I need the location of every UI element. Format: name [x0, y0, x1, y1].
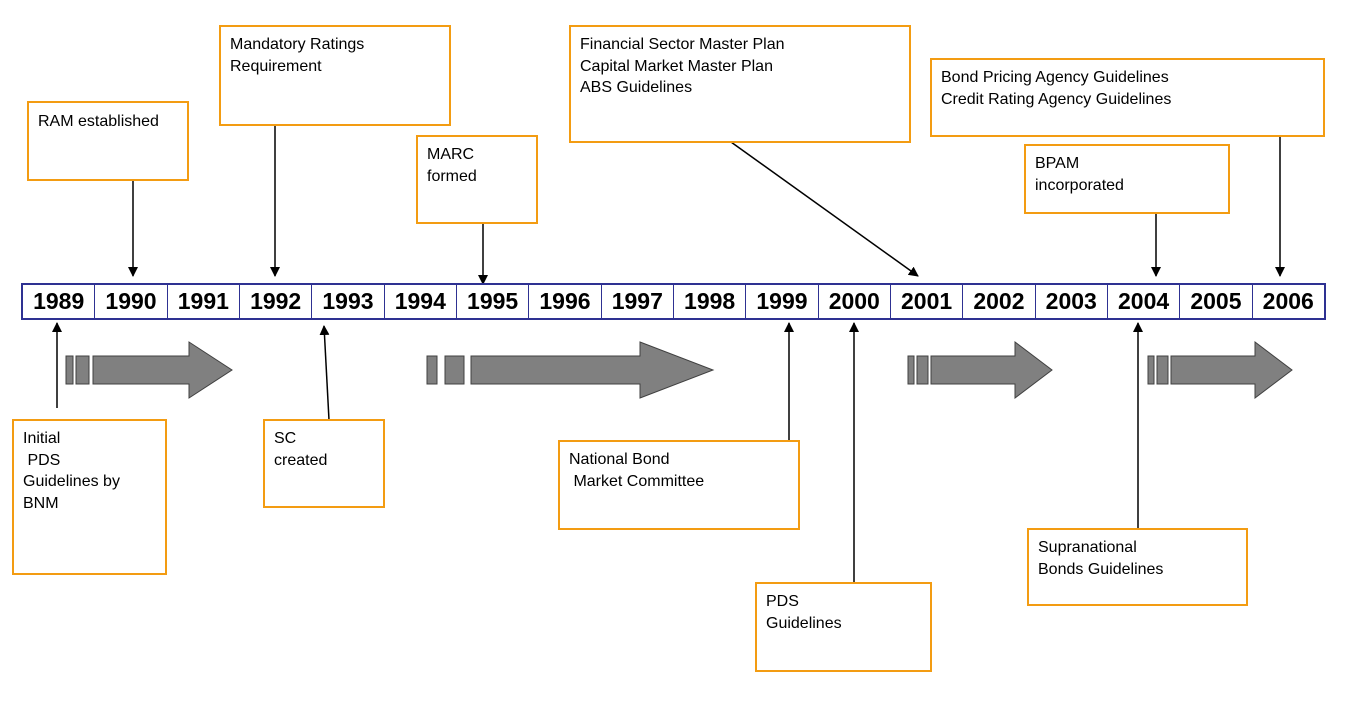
year-cell: 1993 — [312, 285, 385, 318]
event-text: formed — [427, 167, 477, 185]
year-cell: 2006 — [1262, 288, 1314, 314]
event-text: Bond Pricing Agency Guidelines — [941, 69, 1169, 86]
event-text: RAM established — [38, 113, 159, 130]
event-text: MARC — [427, 146, 475, 163]
year-cell: 2000 — [819, 285, 891, 318]
event-text: Guidelines — [766, 614, 842, 632]
event-box-bond-pricing: Bond Pricing Agency Guidelines Credit Ra… — [930, 58, 1325, 137]
year-cell: 1998 — [674, 285, 747, 318]
connector-sc — [319, 325, 330, 421]
year-timeline: 1989 1990 1991 1992 1993 1994 1995 1996 … — [21, 283, 1326, 320]
event-box-marc: MARC formed — [416, 135, 538, 224]
event-text: BNM — [23, 494, 59, 512]
event-box-master-plans: Financial Sector Master Plan Capital Mar… — [569, 25, 911, 143]
event-box-supranational: Supranational Bonds Guidelines — [1027, 528, 1248, 606]
event-box-pds-guidelines: PDS Guidelines — [755, 582, 932, 672]
connector-master-plans — [730, 141, 919, 277]
block-arrow-4 — [1147, 340, 1293, 400]
year-cell: 1992 — [240, 285, 313, 318]
year-cell: 2002 — [963, 285, 1036, 318]
year-cell: 1994 — [385, 285, 457, 318]
event-box-bpam: BPAM incorporated — [1024, 144, 1230, 214]
event-text: SC — [274, 430, 297, 447]
event-text: Capital Market Master Plan — [580, 57, 773, 75]
event-text: incorporated — [1035, 176, 1124, 194]
event-text: Credit Rating Agency Guidelines — [941, 90, 1172, 108]
event-box-initial-pds: Initial PDS Guidelines by BNM — [12, 419, 167, 575]
event-text: Supranational — [1038, 539, 1137, 556]
year-cell: 1995 — [457, 285, 530, 318]
event-text: Bonds Guidelines — [1038, 560, 1164, 578]
event-box-ram: RAM established — [27, 101, 189, 181]
event-text: BPAM — [1035, 155, 1080, 172]
event-text: PDS — [766, 593, 799, 610]
block-arrow-3 — [907, 340, 1053, 400]
event-box-mandatory-ratings: Mandatory Ratings Requirement — [219, 25, 451, 126]
block-arrow-1 — [65, 341, 233, 399]
block-arrow-2 — [426, 341, 715, 399]
event-text: Mandatory Ratings — [230, 36, 365, 53]
year-cell: 1996 — [529, 285, 602, 318]
event-text: Financial Sector Master Plan — [580, 36, 785, 53]
year-cell: 1991 — [168, 285, 240, 318]
event-box-national-bond: National Bond Market Committee — [558, 440, 800, 530]
event-text: PDS — [23, 451, 61, 469]
year-cell: 2003 — [1036, 285, 1108, 318]
event-box-sc: SC created — [263, 419, 385, 508]
year-cell: 2005 — [1180, 285, 1253, 318]
event-text: Guidelines by — [23, 473, 120, 490]
event-text: National Bond — [569, 451, 670, 468]
year-cell: 1997 — [602, 285, 674, 318]
event-text: Initial — [23, 430, 61, 447]
event-text: ABS Guidelines — [580, 79, 693, 96]
event-text: Market Committee — [569, 472, 705, 490]
year-cell: 1999 — [746, 285, 819, 318]
year-cell: 1990 — [95, 285, 168, 318]
year-cell: 2004 — [1108, 285, 1181, 318]
event-text: Requirement — [230, 57, 322, 75]
event-text: created — [274, 451, 328, 469]
year-cell: 2001 — [891, 285, 964, 318]
year-cell: 1989 — [23, 285, 96, 318]
